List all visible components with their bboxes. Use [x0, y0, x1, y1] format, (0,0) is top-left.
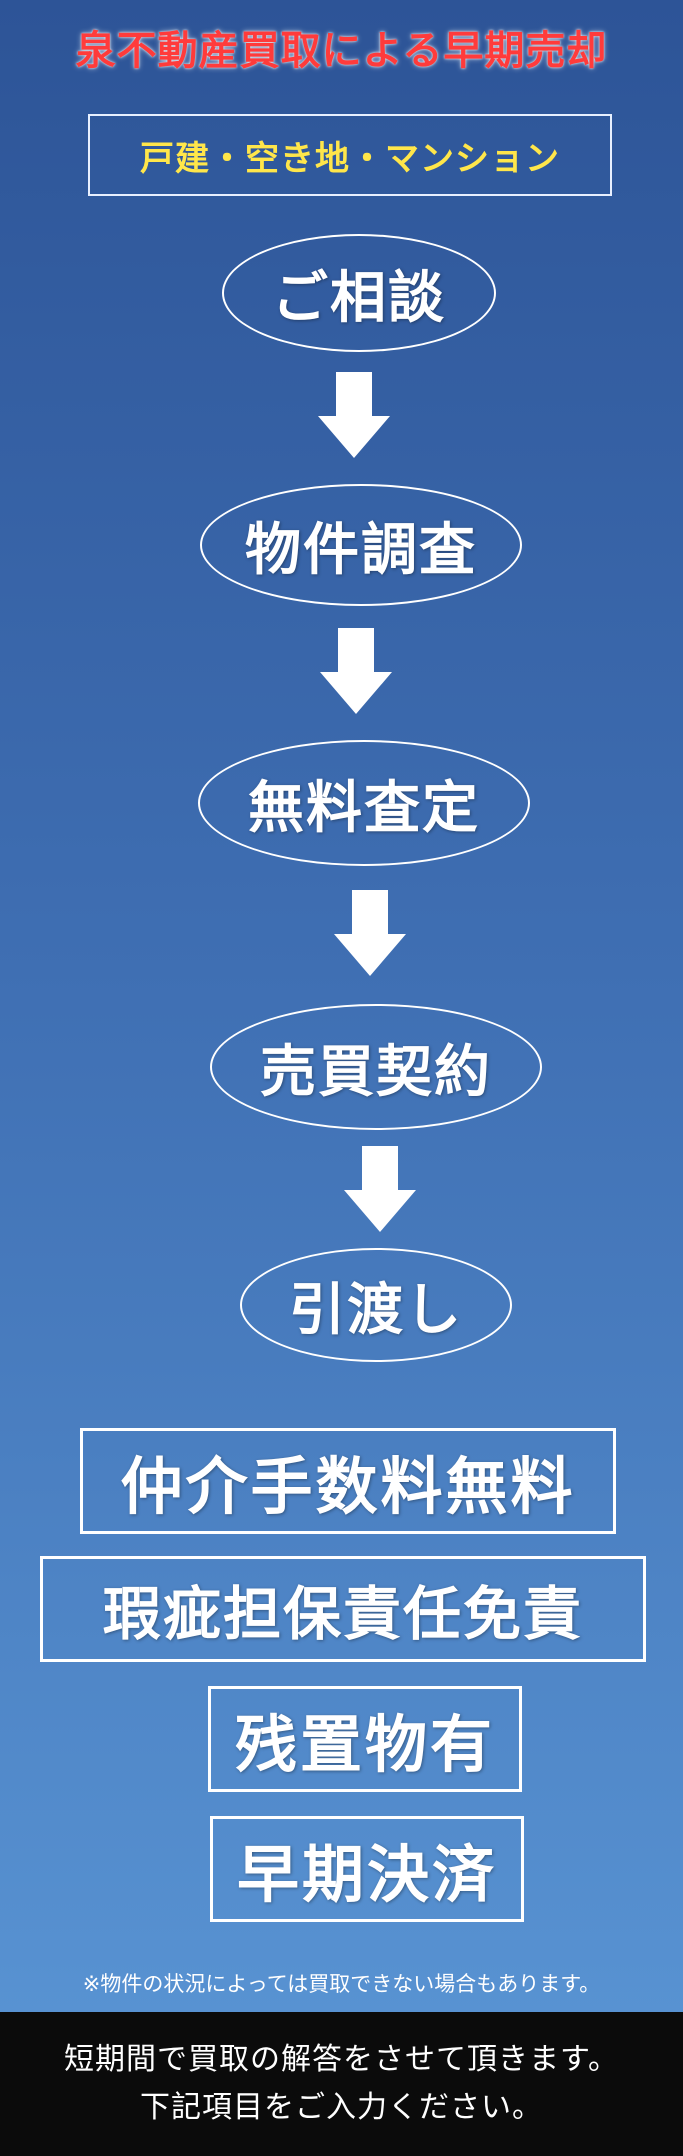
- step-property-survey: 物件調査: [200, 484, 522, 606]
- footer-banner: 短期間で買取の解答をさせて頂きます。 下記項目をご入力ください。: [0, 2012, 683, 2156]
- benefit-early-settlement: 早期決済: [210, 1816, 524, 1922]
- arrow-down-icon: [320, 628, 392, 714]
- arrow-down-icon: [318, 372, 390, 458]
- footer-line-2: 下記項目をご入力ください。: [140, 2090, 543, 2125]
- benefit-no-brokerage-fee: 仲介手数料無料: [80, 1428, 616, 1534]
- benefit-label: 早期決済: [236, 1838, 497, 1911]
- property-types-label: 戸建・空き地・マンション: [140, 138, 560, 179]
- benefit-label: 仲介手数料無料: [120, 1450, 576, 1523]
- benefit-label: 残置物有: [234, 1708, 495, 1781]
- page-title: 泉不動産買取による早期売却: [75, 28, 608, 74]
- disclaimer-note: ※物件の状況によっては買取できない場合もあります。: [82, 1972, 601, 1996]
- benefit-defect-liability-exemption: 瑕疵担保責任免責: [40, 1556, 646, 1662]
- step-free-appraisal: 無料査定: [198, 740, 530, 866]
- step-consultation: ご相談: [222, 234, 496, 352]
- arrow-down-icon: [334, 890, 406, 976]
- step-label: 売買契約: [260, 1039, 492, 1105]
- benefit-leftover-items-ok: 残置物有: [208, 1686, 522, 1792]
- step-label: 無料査定: [248, 775, 480, 841]
- property-types-box: 戸建・空き地・マンション: [88, 114, 612, 196]
- step-label: 引渡し: [289, 1277, 463, 1343]
- step-handover: 引渡し: [240, 1248, 512, 1362]
- step-sales-contract: 売買契約: [210, 1004, 542, 1130]
- step-label: 物件調査: [245, 517, 477, 583]
- arrow-down-icon: [344, 1146, 416, 1232]
- footer-line-1: 短期間で買取の解答をさせて頂きます。: [64, 2042, 619, 2077]
- benefit-label: 瑕疵担保責任免責: [102, 1580, 583, 1648]
- step-label: ご相談: [272, 265, 446, 331]
